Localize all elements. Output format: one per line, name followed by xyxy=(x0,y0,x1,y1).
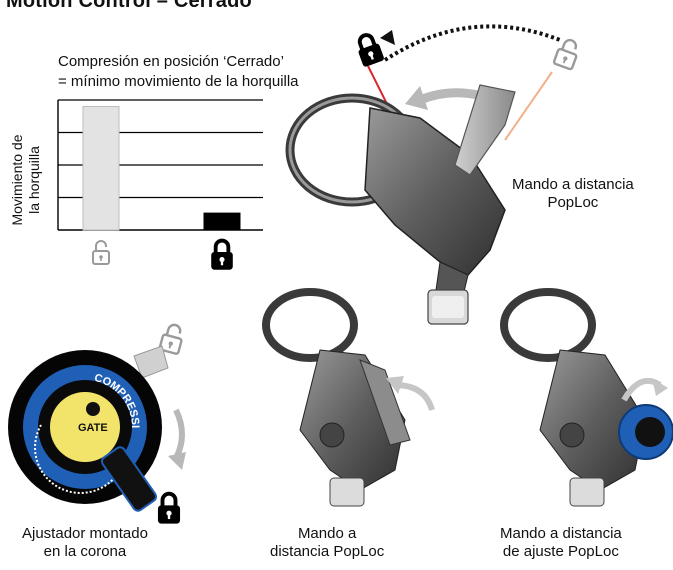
adjust-remote-cable-end xyxy=(569,477,605,507)
caption-remote-adjust: Mando a distancia de ajuste PopLoc xyxy=(500,525,622,561)
adjust-remote-body xyxy=(539,349,646,491)
caption-remote-top-line-2: PopLoc xyxy=(547,194,599,211)
adjust-remote-clamp xyxy=(500,288,596,362)
gate-label: GATE xyxy=(78,422,108,434)
dotted-arrow-head xyxy=(380,30,395,45)
gate-badge xyxy=(86,402,100,416)
remote-bottom-lever xyxy=(359,359,411,446)
rotation-dotted-arrow xyxy=(383,24,561,62)
caption-crown-adjuster: Ajustador montado en la corona xyxy=(22,525,148,561)
lever-motion-arrowhead xyxy=(405,86,428,110)
remote-bottom-arrow xyxy=(394,382,435,411)
poploc-remote-bottom-illustration xyxy=(262,288,435,507)
x-tick-unlocked-icon xyxy=(91,239,111,266)
caption-crown-line-2: en la corona xyxy=(43,543,127,560)
crown-rotation-arrowhead xyxy=(168,452,186,470)
remote-bottom-clamp xyxy=(262,288,358,362)
caption-remote-bottom: Mando a distancia PopLoc xyxy=(270,525,384,561)
remote-cable-end-highlight xyxy=(432,296,464,318)
bar-chart xyxy=(57,99,263,271)
dial-scale-dotted xyxy=(34,424,121,494)
adjust-remote-dial-cap xyxy=(635,417,665,447)
page-title: Motion Control – Cerrado xyxy=(6,0,252,12)
crown-knob-top xyxy=(133,345,169,379)
caption-remote-bottom-line-1: Mando a xyxy=(297,525,357,542)
caption-remote-adjust-line-2: de ajuste PopLoc xyxy=(502,543,619,560)
caption-remote-top-line-1: Mando a distancia xyxy=(512,176,634,193)
crown-rotation-arrow xyxy=(173,408,185,460)
adjust-remote-bolt xyxy=(559,422,585,448)
crown-lever xyxy=(100,446,158,512)
chart-caption: Compresión en posición ‘Cerrado’ = mínim… xyxy=(58,52,299,92)
remote-lever xyxy=(454,84,516,176)
poploc-remote-top-illustration xyxy=(285,24,583,325)
remote-body xyxy=(364,107,506,276)
caption-crown-line-1: Ajustador montado xyxy=(22,525,148,542)
chart-caption-line-2: = mínimo movimiento de la horquilla xyxy=(58,73,299,90)
caption-remote-bottom-line-2: distancia PopLoc xyxy=(270,543,385,560)
unlocked-position-line xyxy=(504,71,553,141)
chart-bar-unlocked-icon xyxy=(82,106,120,231)
chart-bar-locked-icon xyxy=(203,212,241,231)
lever-motion-arrow xyxy=(418,88,484,105)
chart-bars xyxy=(82,106,241,231)
caption-remote-adjust-line-1: Mando a distancia xyxy=(500,525,622,542)
x-tick-locked-icon xyxy=(209,238,235,271)
adjust-remote-arrowhead xyxy=(652,378,668,396)
crown-dial-center xyxy=(50,392,120,462)
remote-bottom-bolt xyxy=(319,422,345,448)
locked-icon-crown xyxy=(158,494,180,524)
locked-icon-top xyxy=(354,32,385,68)
caption-remote-top: Mando a distancia PopLoc xyxy=(512,176,634,212)
remote-bottom-arrowhead xyxy=(386,376,404,394)
chart-caption-line-1: Compresión en posición ‘Cerrado’ xyxy=(58,53,284,70)
poploc-adjust-remote-illustration xyxy=(500,288,673,507)
unlocked-icon-top xyxy=(552,35,583,71)
remote-bottom-cable-end xyxy=(329,477,365,507)
